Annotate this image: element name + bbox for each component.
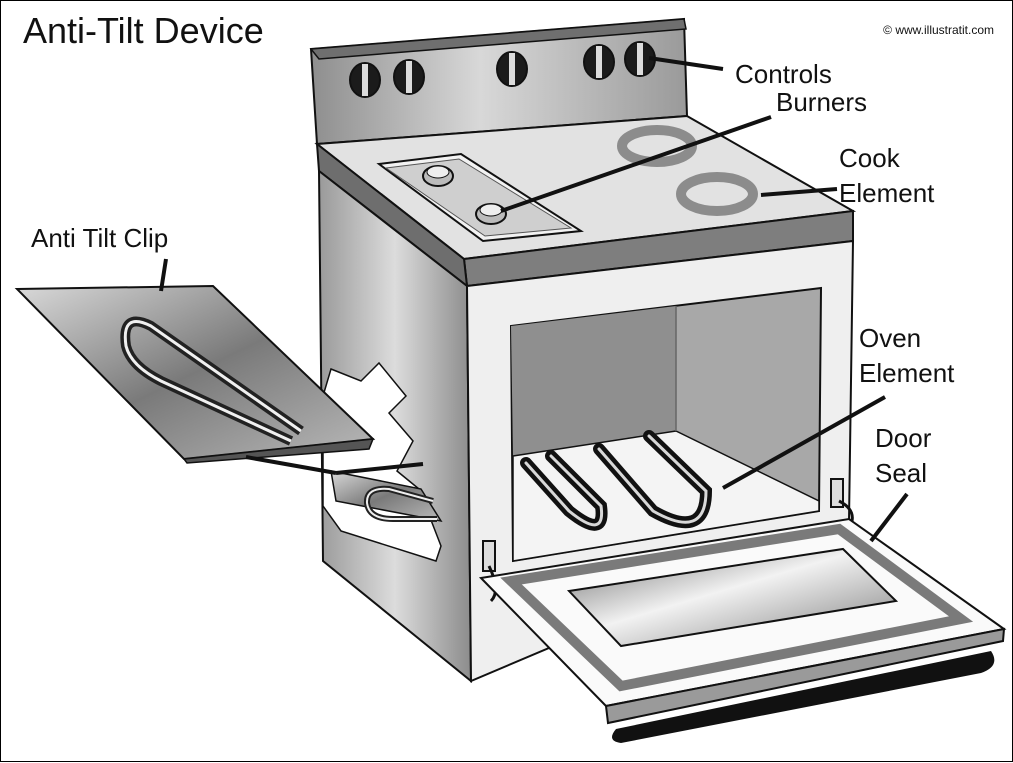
label-anti-tilt-clip: Anti Tilt Clip bbox=[31, 223, 169, 253]
label-controls: Controls bbox=[735, 59, 832, 89]
label-cook-element: Cook Element bbox=[839, 143, 935, 208]
leader-lines bbox=[159, 56, 909, 543]
oven-door bbox=[478, 517, 1007, 743]
label-oven-element: Oven Element bbox=[859, 323, 955, 388]
diagram-title: Anti-Tilt Device bbox=[23, 10, 264, 51]
mounted-clip bbox=[330, 470, 443, 523]
anti-tilt-clip bbox=[14, 284, 376, 464]
copyright-notice: © www.illustratit.com bbox=[883, 23, 994, 37]
label-door-seal: Door Seal bbox=[875, 423, 932, 488]
label-burners: Burners bbox=[776, 87, 868, 117]
oven-element bbox=[520, 430, 713, 531]
control-knobs bbox=[349, 41, 656, 98]
burners bbox=[422, 165, 507, 225]
